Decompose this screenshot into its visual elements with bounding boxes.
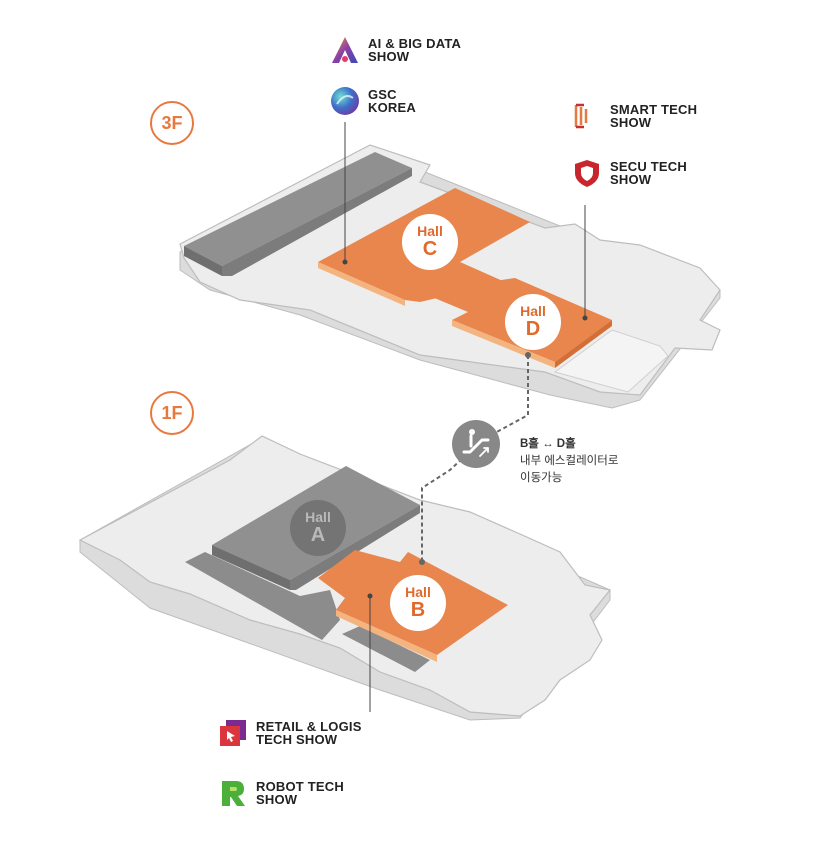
- route-dot-upper: [525, 352, 531, 358]
- show-ai-big-data: AI & BIG DATA SHOW: [330, 35, 498, 65]
- floor-1f-plan: [78, 435, 612, 721]
- floor-3f-gray-block-front: [222, 168, 412, 276]
- escalator-icon: [452, 420, 500, 468]
- hall-a-side: [212, 545, 290, 590]
- escalator-note-line2: 이동가능: [520, 472, 563, 484]
- hall-b-label: Hall B: [390, 575, 446, 631]
- escalator-note-title: B홀 ↔ D홀: [520, 438, 576, 450]
- hall-d-letter: D: [525, 318, 541, 340]
- hall-c-label: Hall C: [402, 214, 458, 270]
- hall-b-edge: [336, 610, 437, 662]
- retail-logis-name: RETAIL & LOGIS TECH SHOW: [256, 719, 362, 747]
- floor-3f-gray-block-side: [184, 246, 222, 276]
- robot-tech-name: ROBOT TECH SHOW: [256, 779, 344, 807]
- secu-tech-shield-icon: [575, 160, 599, 187]
- robot-tech-logo-icon: [222, 781, 245, 806]
- route-dot-lower: [419, 559, 425, 565]
- hall-a-word: Hall: [305, 509, 331, 525]
- gsc-korea-name: GSC KOREA: [368, 87, 416, 115]
- retail-leader-dot: [367, 593, 373, 599]
- ai-big-data-name: AI & BIG DATA SHOW: [368, 36, 462, 64]
- hall-d-word: Hall: [520, 303, 546, 319]
- hall-b-letter: B: [410, 599, 426, 621]
- hall-d-label: Hall D: [505, 294, 561, 350]
- floor-3f-gray-block: [184, 152, 412, 266]
- secu-tech-name: SECU TECH SHOW: [610, 159, 687, 187]
- escalator-note-line1: 내부 에스컬레이터로: [520, 455, 619, 467]
- show-robot-tech: ROBOT TECH SHOW: [218, 778, 386, 808]
- show-secu-tech: SECU TECH SHOW: [572, 158, 740, 188]
- gray-block-bottom: [342, 626, 430, 672]
- hall-c-letter: C: [422, 238, 438, 260]
- show-smart-tech: SMART TECH SHOW: [572, 101, 740, 131]
- hall-a-letter: A: [310, 524, 326, 546]
- hall-a-front: [290, 505, 420, 590]
- show-gsc-korea: GSC KOREA: [330, 86, 498, 116]
- floor-badge-1f: 1F: [150, 391, 194, 435]
- escalator-note: B홀 ↔ D홀 내부 에스컬레이터로 이동가능: [520, 436, 618, 487]
- gsc-korea-logo-icon: [331, 87, 359, 115]
- hall-c-edge: [318, 262, 405, 306]
- smart-tech-name: SMART TECH SHOW: [610, 102, 698, 130]
- ai-big-data-logo-icon: [332, 37, 358, 63]
- show-retail-logis: RETAIL & LOGIS TECH SHOW: [218, 718, 386, 748]
- floor-3f-wing: [553, 329, 669, 393]
- gray-block-left: [185, 552, 340, 640]
- smart-tech-logo-icon: [574, 103, 588, 129]
- retail-logis-logo-icon: [220, 720, 246, 746]
- secu-leader-dot: [582, 315, 588, 321]
- hall-a-label: Hall A: [290, 500, 346, 556]
- gsc-leader-dot: [342, 259, 348, 265]
- hall-c-word: Hall: [417, 223, 443, 239]
- floor-badge-3f: 3F: [150, 101, 194, 145]
- hall-d-right-edge: [555, 320, 612, 368]
- escalator-glyph: [462, 429, 490, 457]
- hall-b-word: Hall: [405, 584, 431, 600]
